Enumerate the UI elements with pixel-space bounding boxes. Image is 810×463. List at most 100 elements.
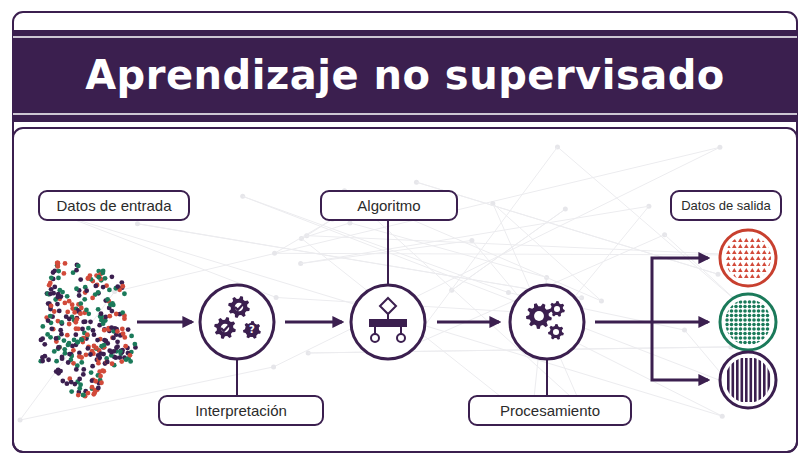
data-point [86, 326, 91, 331]
data-point [63, 351, 68, 356]
triangle-mark [744, 238, 749, 242]
box-label: Datos de entrada [56, 197, 171, 214]
data-point [96, 386, 101, 391]
triangle-mark [726, 262, 731, 266]
dot-mark [730, 305, 734, 309]
network-line [557, 147, 741, 306]
data-point [79, 360, 84, 365]
data-point [108, 302, 113, 307]
dot-mark [739, 305, 743, 309]
data-point [67, 317, 72, 322]
dot-mark [730, 327, 734, 331]
triangle-mark [762, 256, 767, 260]
dot-mark [757, 323, 761, 327]
data-point [62, 301, 67, 306]
data-point [81, 372, 86, 377]
data-point [115, 329, 120, 334]
dot-mark [748, 332, 752, 336]
dot-mark [761, 323, 765, 327]
dot-mark [730, 318, 734, 322]
data-point [90, 364, 95, 369]
network-dot [717, 145, 722, 150]
data-point [132, 342, 137, 347]
dot-mark [757, 318, 761, 322]
dot-mark [748, 336, 752, 340]
data-point [60, 290, 65, 295]
dot-mark [761, 332, 765, 336]
network-line [20, 292, 115, 420]
data-point [64, 381, 69, 386]
data-point [79, 355, 84, 360]
box-label: Datos de salida [681, 198, 771, 213]
dot-mark [766, 332, 770, 336]
data-point [122, 316, 127, 321]
network-line [301, 238, 531, 421]
data-point [110, 361, 115, 366]
data-point [46, 318, 51, 323]
bar-mark [727, 358, 730, 402]
data-point [81, 367, 86, 372]
dot-mark [752, 327, 756, 331]
triangle-mark [750, 274, 755, 278]
triangle-mark [726, 274, 731, 278]
network-line [65, 216, 722, 416]
dot-mark [725, 314, 729, 318]
label-box: Datos de entrada [38, 190, 190, 221]
data-point [80, 327, 85, 332]
flow-arrow [285, 321, 342, 324]
dot-mark [752, 323, 756, 327]
bar-mark [768, 358, 771, 402]
data-point [40, 324, 45, 329]
network-dot [506, 290, 511, 295]
dot-mark [739, 309, 743, 313]
data-point [78, 277, 83, 282]
dot-mark [761, 341, 765, 345]
dot-mark [734, 323, 738, 327]
triangle-mark [756, 274, 761, 278]
data-point [126, 327, 131, 332]
network-line [452, 209, 566, 290]
check-mark [235, 304, 243, 310]
dot-mark [757, 309, 761, 313]
data-point [118, 349, 123, 354]
data-point [102, 327, 107, 332]
triangle-mark [756, 262, 761, 266]
data-point [57, 345, 62, 350]
data-point [56, 276, 61, 281]
data-point [56, 269, 61, 274]
output-cluster [720, 230, 776, 286]
gear-icon [228, 296, 250, 318]
dot-mark [730, 332, 734, 336]
dot-mark [752, 314, 756, 318]
dot-mark [730, 300, 734, 304]
triangle-mark [744, 256, 749, 260]
icon-symbol: ? [249, 325, 255, 335]
data-point [70, 302, 75, 307]
flow-arrow [652, 322, 708, 380]
dot-mark [752, 305, 756, 309]
data-point [85, 332, 90, 337]
data-point [48, 291, 53, 296]
data-point [105, 360, 110, 365]
data-point [59, 332, 64, 337]
dot-mark [743, 309, 747, 313]
dot-mark [734, 305, 738, 309]
dot-mark [743, 305, 747, 309]
output-cluster [720, 352, 776, 408]
network-line [137, 224, 581, 298]
data-point [58, 328, 63, 333]
dot-mark [761, 318, 765, 322]
bar-mark [736, 358, 739, 402]
data-point [84, 308, 89, 313]
data-point [79, 306, 84, 311]
dot-mark [757, 336, 761, 340]
leader-line [546, 360, 548, 396]
data-point [80, 337, 85, 342]
data-point [74, 317, 79, 322]
dot-mark [725, 318, 729, 322]
data-point [42, 342, 47, 347]
band-rule [13, 113, 797, 115]
triangle-mark [726, 256, 731, 260]
data-point [93, 379, 98, 384]
data-point [66, 360, 71, 365]
